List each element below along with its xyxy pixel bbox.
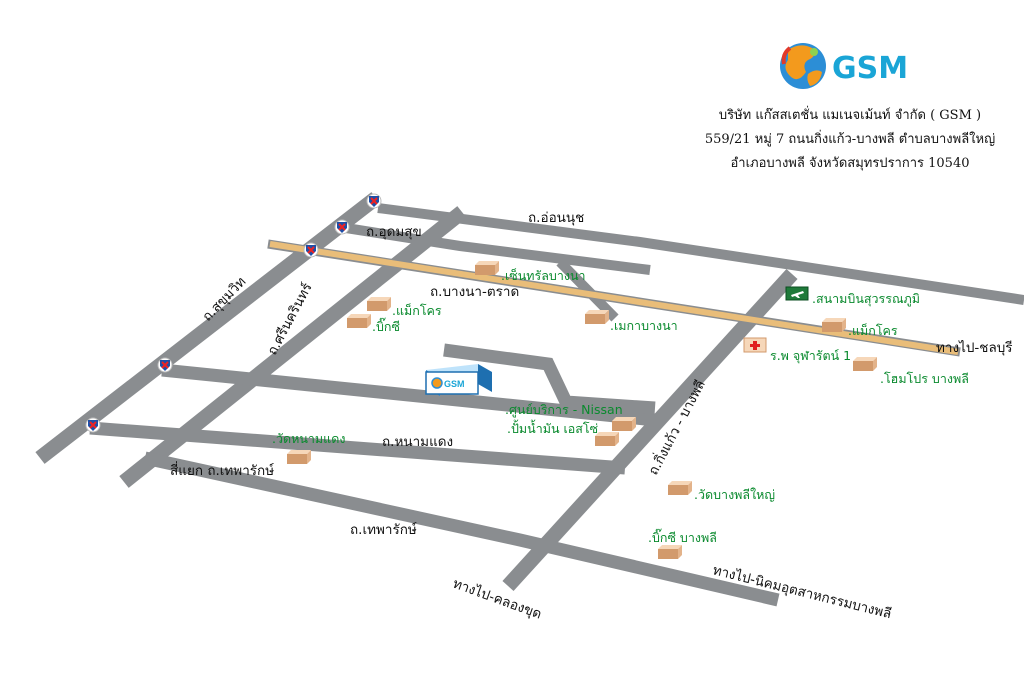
label-nam-daeng: ถ.หนามแดง	[382, 434, 453, 450]
label-thepharak-junction: สี่แยก ถ.เทพารักษ์	[170, 461, 274, 479]
label-mega-bangna: .เมกาบางนา	[610, 318, 678, 333]
building-makro-1	[367, 297, 391, 311]
building-big-c-bangphli	[658, 545, 682, 559]
expressway-shield-icon	[366, 193, 382, 209]
label-bangna-trad: ถ.บางนา-ตราด	[430, 284, 519, 300]
globe-logo-icon	[780, 43, 826, 89]
poi-buildings	[287, 261, 877, 559]
label-homepro: .โฮมโปร บางพลี	[880, 371, 969, 386]
building-central-bangna	[475, 261, 499, 275]
label-to-khlong-khut: ทางไป-คลองขุด	[451, 576, 544, 623]
road-gsm-access	[443, 343, 656, 415]
address-line-2: อำเภอบางพลี จังหวัดสมุทรปราการ 10540	[730, 156, 970, 171]
hospital-cross-icon	[743, 337, 767, 353]
label-udom-suk: ถ.อุดมสุข	[366, 224, 422, 240]
gsm-building: GSM	[425, 364, 492, 396]
label-on-nut: ถ.อ่อนนุช	[528, 210, 584, 226]
label-wat-nam-daeng: .วัดหนามแดง	[272, 431, 345, 446]
company-name: บริษัท แก๊สสเตชั่น แมเนจเม้นท์ จำกัด ( G…	[718, 108, 982, 123]
label-wat-bangphli-yai: .วัดบางพลีใหญ่	[694, 487, 775, 502]
road-on-nut	[377, 203, 1024, 305]
expressway-shield-icon	[85, 417, 101, 433]
roads	[35, 192, 1024, 607]
label-central-bangna: .เซ็นทรัลบางนา	[501, 268, 586, 283]
label-nissan: .ศูนย์บริการ - Nissan	[505, 402, 623, 418]
road-udom-suk	[345, 223, 651, 275]
logo-text: GSM	[832, 51, 908, 86]
company-logo: GSM	[778, 40, 938, 100]
road-sukhumvit	[35, 192, 381, 464]
company-address: บริษัท แก๊สสเตชั่น แมเนจเม้นท์ จำกัด ( G…	[690, 104, 1010, 176]
building-wat-bangphli-yai	[668, 481, 692, 495]
expressway-shield-icon	[334, 219, 350, 235]
building-mega-bangna	[585, 310, 609, 324]
label-makro-1: .แม็กโคร	[392, 303, 442, 318]
label-chularat: ร.พ จุฬารัตน์ 1	[770, 348, 851, 364]
road-nam-daeng-lower	[89, 421, 626, 475]
label-thepharak: ถ.เทพารักษ์	[350, 521, 417, 538]
building-wat-nam-daeng	[287, 450, 311, 464]
building-homepro	[853, 357, 877, 371]
label-big-c-1: .บิ๊กซี	[372, 317, 400, 334]
expressway-shield-icon	[303, 242, 319, 258]
globe-logo-icon	[431, 377, 443, 389]
airport-icon	[785, 286, 809, 301]
label-suvarnabhumi: .สนามบินสุวรรณภูมิ	[812, 291, 920, 307]
label-makro-2: .แม็กโคร	[848, 323, 898, 338]
building-nissan	[612, 417, 636, 431]
address-line-1: 559/21 หมู่ 7 ถนนกิ่งแก้ว-บางพลี ตำบลบาง…	[704, 132, 996, 147]
building-makro-2	[822, 318, 846, 332]
road-nam-daeng-upper	[161, 363, 656, 427]
label-esso: .ปั้มน้ำมัน เอสโซ่	[507, 419, 598, 436]
bangna-expressway	[267, 239, 961, 357]
building-esso	[595, 432, 619, 446]
label-big-c-bangphli: .บิ๊กซี บางพลี	[648, 528, 717, 545]
expressway-shield-icon	[157, 357, 173, 373]
building-big-c-1	[347, 314, 371, 328]
road-thepharak	[143, 451, 780, 607]
gsm-building-label: GSM	[444, 379, 465, 389]
road-kingkaew	[502, 268, 798, 592]
label-to-chonburi: ทางไป-ชลบุรี	[936, 340, 1013, 356]
